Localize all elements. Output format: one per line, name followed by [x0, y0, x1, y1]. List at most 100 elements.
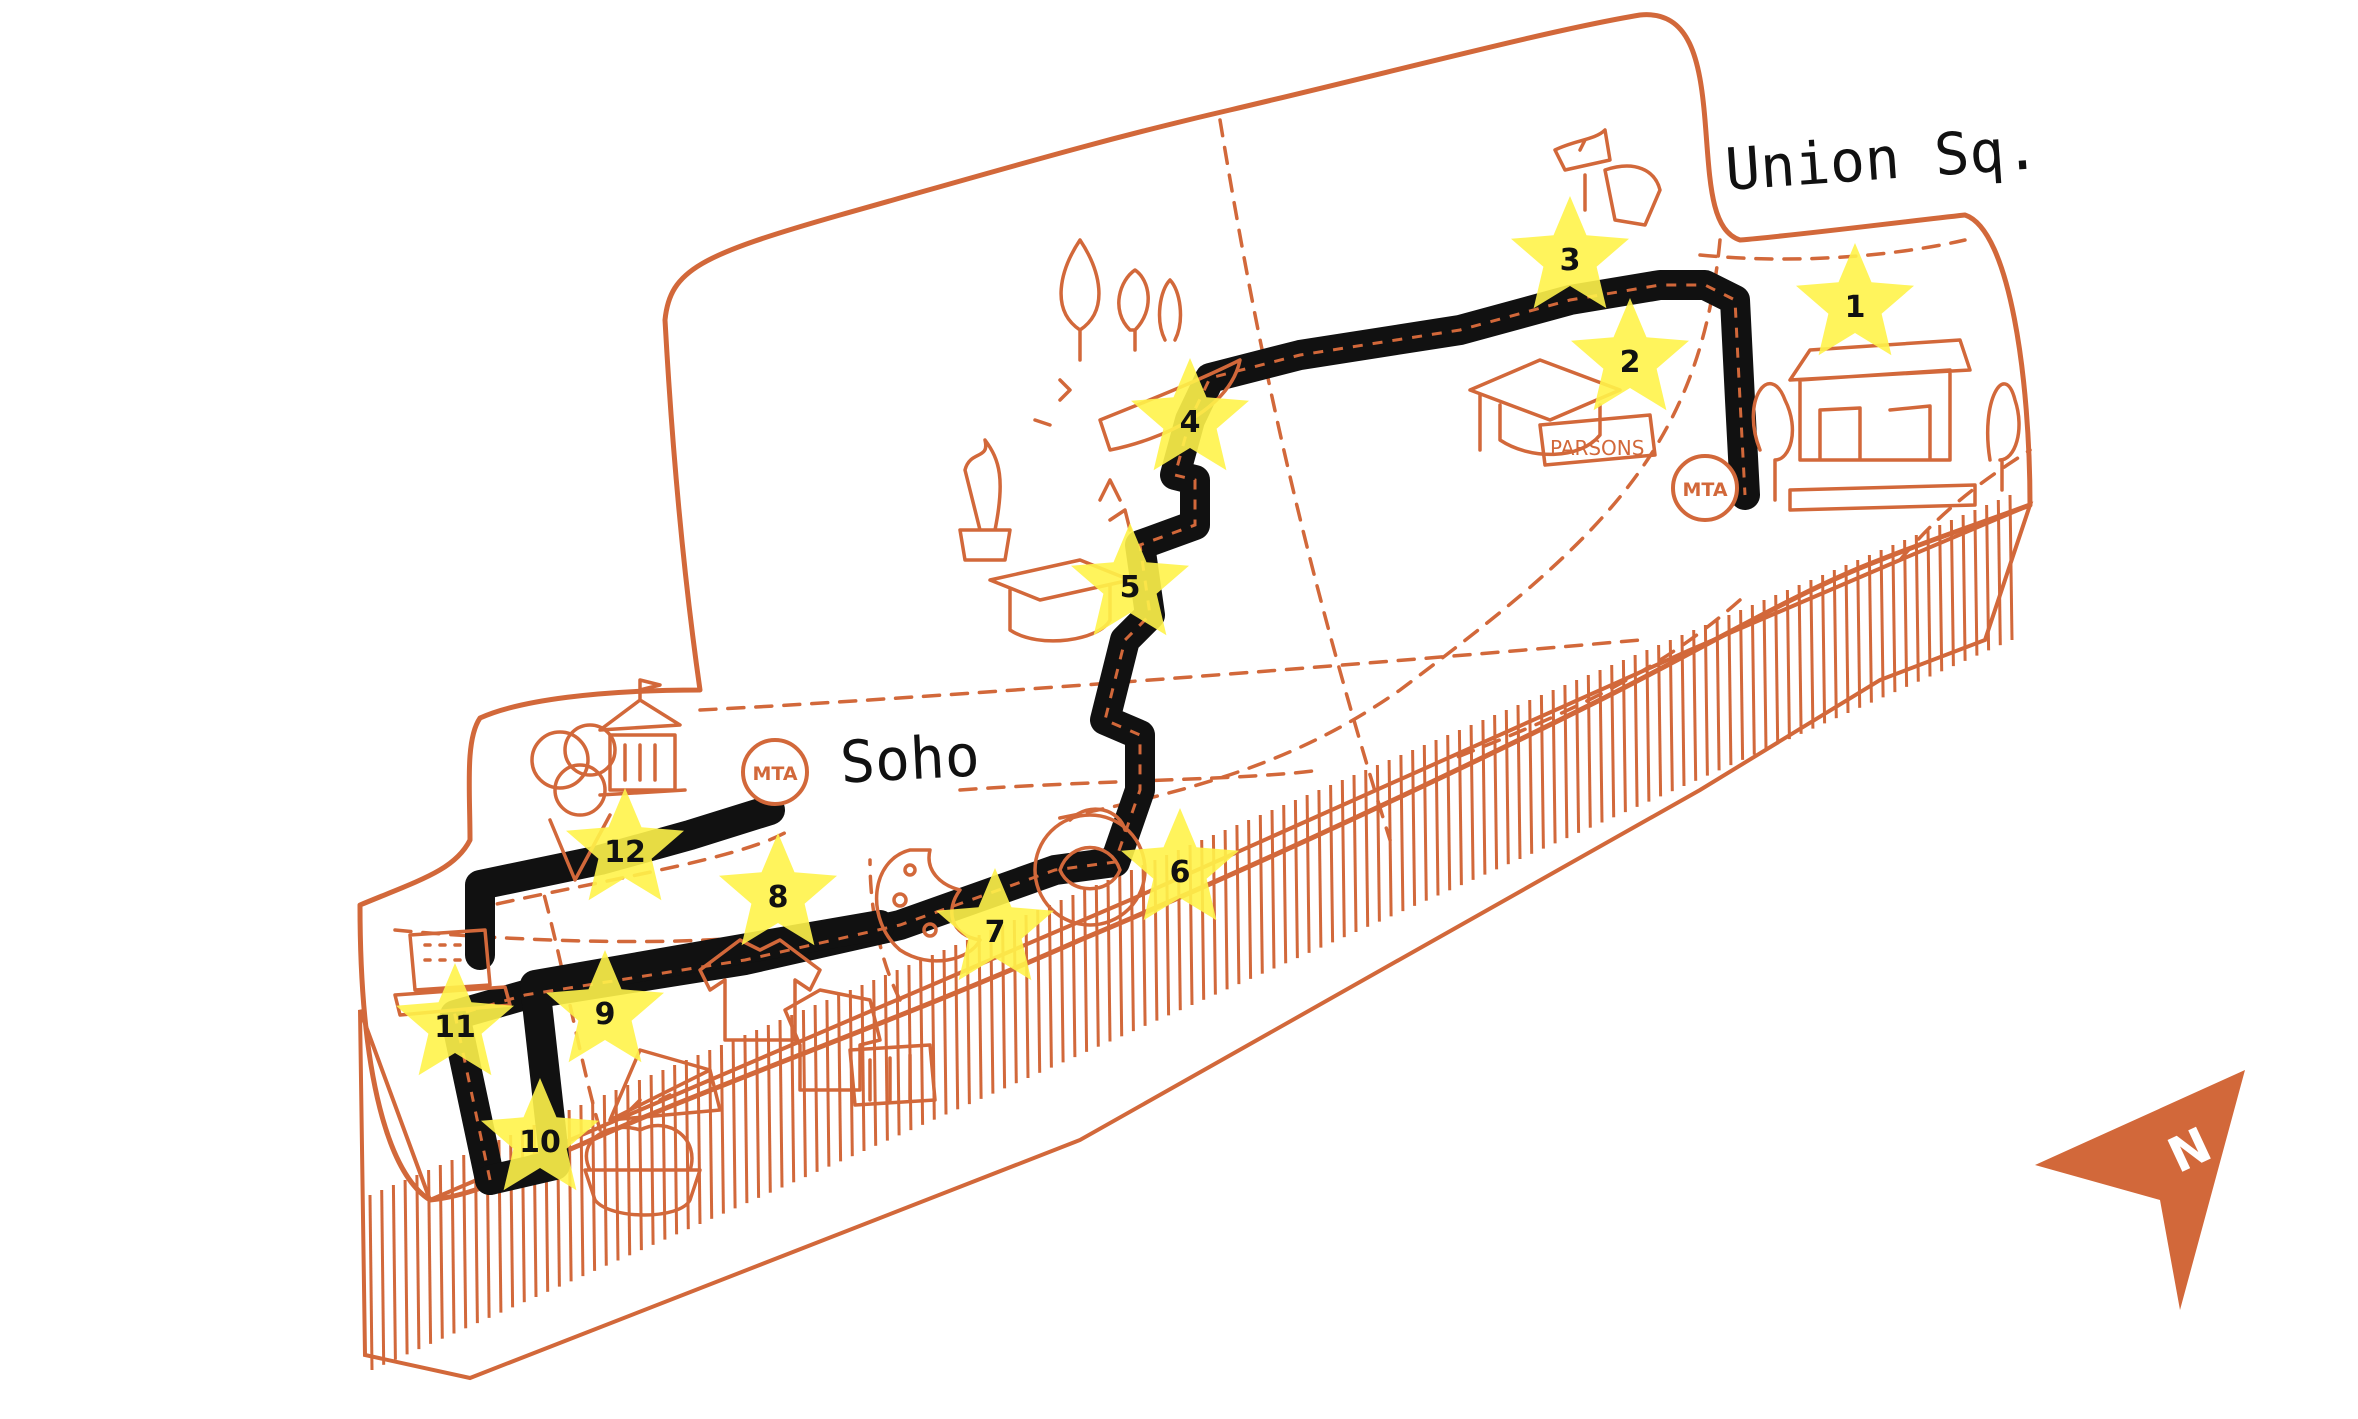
- hatch-line: [637, 1079, 643, 1251]
- hatch-line: [860, 984, 866, 1152]
- stop-star-4: 4: [1131, 358, 1249, 471]
- stop-star-2: 2: [1571, 298, 1689, 411]
- hatch-line: [1493, 714, 1499, 870]
- stop-star-9: 9: [546, 950, 664, 1063]
- hatch-line: [1692, 629, 1698, 781]
- hatch-line: [1891, 544, 1897, 693]
- bank-building-icon-union: [1553, 128, 1662, 227]
- hatch-line: [602, 1094, 608, 1266]
- hatch-line: [1118, 874, 1124, 1037]
- hatch-line: [1797, 584, 1803, 734]
- star-shape: [546, 950, 664, 1063]
- hatch-line: [1867, 554, 1873, 703]
- hatch-line: [1094, 884, 1100, 1047]
- hatch-line: [825, 999, 831, 1167]
- hatch-line: [1750, 604, 1756, 755]
- hatch-line: [1949, 519, 1955, 667]
- star-shape: [566, 788, 684, 901]
- map-outline: [357, 12, 2033, 1203]
- metro-marker-soho: MTA: [741, 738, 809, 806]
- parsons-sign: PARSONS: [1550, 436, 1644, 460]
- hatch-line: [438, 1164, 444, 1339]
- stop-number: 12: [604, 835, 646, 870]
- hatch-line: [1832, 569, 1838, 719]
- hatch-line: [1071, 894, 1077, 1058]
- hatch-line: [1399, 754, 1405, 912]
- hatch-line: [1083, 889, 1089, 1052]
- hatch-line: [1434, 739, 1440, 896]
- hatch-line: [1411, 749, 1417, 906]
- hatch-line: [1563, 684, 1569, 839]
- hatch-line: [743, 1034, 749, 1204]
- hatch-line: [719, 1044, 725, 1214]
- stop-number: 3: [1560, 243, 1581, 278]
- star-shape: [1796, 243, 1914, 356]
- hatch-line: [1024, 914, 1030, 1079]
- hatch-line: [1680, 634, 1686, 787]
- hatch-line: [368, 1194, 374, 1371]
- hatch-line: [1551, 689, 1557, 844]
- hatch-line: [954, 944, 960, 1110]
- stop-number: 8: [768, 880, 789, 915]
- hatch-line: [1739, 609, 1745, 760]
- metro-marker-union: MTA: [1671, 454, 1739, 522]
- hatch-line: [942, 949, 948, 1115]
- hatch-line: [1914, 534, 1920, 682]
- hatch-line: [1926, 529, 1932, 677]
- star-shape: [719, 833, 837, 946]
- hatch-line: [1774, 594, 1780, 745]
- stop-star-10: 10: [481, 1078, 599, 1191]
- star-shape: [1121, 808, 1239, 921]
- market-stall-icon: [1751, 338, 2021, 512]
- hatch-line: [1973, 509, 1979, 656]
- star-shape: [1571, 298, 1689, 411]
- hatch-line: [673, 1064, 679, 1235]
- hatch-line: [778, 1019, 784, 1188]
- museum-building-icon: [598, 678, 687, 797]
- hatch-line: [1375, 764, 1381, 922]
- hatch-line: [403, 1179, 409, 1355]
- hatch-line: [919, 959, 925, 1125]
- hatch-line: [1633, 654, 1639, 807]
- stop-number: 6: [1170, 855, 1191, 890]
- star-shape: [396, 963, 514, 1076]
- hatch-line: [1340, 779, 1346, 938]
- stop-star-11: 11: [396, 963, 514, 1076]
- hatch-line: [1317, 789, 1323, 948]
- hatch-line: [1469, 724, 1475, 880]
- stop-star-7: 7: [936, 868, 1054, 981]
- hatch-line: [1821, 574, 1827, 724]
- hatch-line: [1106, 879, 1112, 1042]
- star-shape: [481, 1078, 599, 1191]
- hatch-line: [1610, 664, 1616, 818]
- area-label-soho: Soho: [838, 721, 982, 797]
- hatch-line: [1352, 774, 1358, 933]
- hatch-line: [1879, 549, 1885, 698]
- hatch-line: [1047, 904, 1053, 1068]
- hatch-line: [391, 1184, 397, 1360]
- hatch-line: [1961, 514, 1967, 661]
- hatch-line: [1247, 819, 1253, 979]
- svg-text:MTA: MTA: [752, 763, 797, 785]
- hatch-line: [1539, 694, 1545, 849]
- hatch-line: [1258, 814, 1264, 974]
- hatch-line: [1903, 539, 1909, 687]
- hatch-line: [801, 1009, 807, 1178]
- hatch-line: [1059, 899, 1065, 1063]
- hatch-line: [649, 1074, 655, 1245]
- hatch-line: [1575, 679, 1581, 833]
- hatch-line: [696, 1054, 702, 1225]
- hatch-line: [380, 1189, 386, 1365]
- star-shape: [1511, 196, 1629, 309]
- svg-text:MTA: MTA: [1682, 479, 1727, 501]
- hatch-line: [1985, 504, 1991, 651]
- hatch-line: [1504, 709, 1510, 865]
- hatch-line: [1422, 744, 1428, 901]
- hatch-line: [1856, 559, 1862, 708]
- stop-star-3: 3: [1511, 196, 1629, 309]
- hatch-line: [1270, 809, 1276, 969]
- trees-park-icon: [1033, 238, 1242, 452]
- hatch-line: [766, 1024, 772, 1193]
- hatch-line: [1809, 579, 1815, 729]
- stop-star-8: 8: [719, 833, 837, 946]
